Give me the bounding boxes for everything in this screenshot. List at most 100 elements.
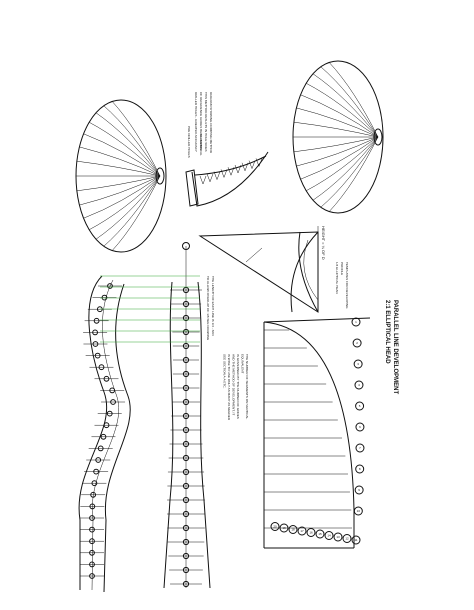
- gore-left-outer-edge: [78, 275, 108, 590]
- profile-templates: [198, 226, 319, 313]
- fan-station-circle: [351, 317, 361, 327]
- gore-center-node: [182, 342, 190, 350]
- lines-note-6: SEE SECTION A-A ETC.: [223, 354, 227, 389]
- crimping-jaw: [185, 169, 199, 207]
- dome-view-right: [292, 60, 384, 214]
- dome-gore-line: [83, 133, 161, 177]
- dome-gore-line: [112, 101, 161, 177]
- developed-gore-left: [78, 275, 131, 593]
- dome-gore-line: [95, 175, 161, 240]
- profile-notes: TEMPLATES FOR DEVELOPING PROFILE 1/4 ELL…: [335, 262, 349, 309]
- fan-station-number: 12: [345, 536, 349, 540]
- fan-station-number: 16: [309, 530, 313, 534]
- dome-gore-line: [76, 175, 161, 192]
- fan-station-circle: [354, 485, 364, 495]
- gore-left-node: [100, 433, 107, 440]
- gore-left-node: [89, 561, 95, 568]
- gore-left-node: [94, 352, 101, 359]
- fan-station-number: 18: [291, 527, 295, 531]
- drawing-subtitle: 2:1 ELLIPTICAL HEAD: [384, 300, 390, 364]
- dome-apex: [155, 167, 165, 185]
- fan-station: 18: [288, 525, 298, 534]
- fan-station: 4: [354, 380, 364, 390]
- fan-station-circle: [355, 422, 365, 432]
- dome-gore-line: [300, 136, 379, 180]
- gore-center-node: [182, 412, 190, 420]
- fan-station-number: 5: [359, 404, 361, 408]
- gore-center-top-node: [182, 242, 190, 250]
- dome-gore-line: [79, 146, 161, 177]
- fan-station-number: 14: [327, 533, 331, 537]
- fan-station-number: 19: [282, 526, 286, 530]
- profile-note-template: TEMPLATES FOR DEVELOPING: [345, 262, 349, 309]
- gore-left-node: [91, 480, 98, 487]
- gore-left-node: [90, 491, 97, 498]
- title-block: PARALLEL LINE DEVELOPMENT 2:1 ELLIPTICAL…: [384, 300, 398, 394]
- fan-station-circle: [353, 359, 363, 369]
- fan-station-circle: [355, 443, 365, 453]
- gore-left-node: [89, 549, 95, 556]
- crimping-teeth: [199, 158, 263, 185]
- height-label-group: HEIGHT = ¼ OF D: [321, 226, 326, 260]
- dome-gore-line: [79, 175, 161, 206]
- dome-gore-line: [103, 175, 161, 247]
- crimping-tooth: [227, 167, 235, 176]
- profile-arc: [298, 231, 319, 313]
- fan-station-number: 8: [359, 467, 361, 471]
- dome-gore-line: [95, 112, 161, 177]
- lines-note-2: EQUIVALENT: [241, 354, 245, 373]
- fan-station-circle: [355, 464, 365, 474]
- lines-note-3: IS GOVERNED BY THE NUMBER OF GORES: [236, 354, 240, 419]
- gore-left-node: [93, 317, 100, 324]
- fan-station: 17: [297, 526, 307, 536]
- dome-gore-line: [89, 122, 161, 177]
- dome-gore-line: [312, 73, 379, 138]
- fan-station-number: 2: [356, 341, 358, 345]
- profile-leader: [245, 247, 263, 263]
- fan-top-edge: [263, 317, 371, 323]
- gore-center-node: [182, 314, 190, 322]
- gore-left-rungs: [80, 285, 126, 577]
- crimping-tooth: [255, 158, 263, 168]
- dome-gore-line: [76, 160, 161, 177]
- gore-center-node: [182, 440, 190, 448]
- gore-center-node: [182, 552, 190, 560]
- gore-center-node: [182, 510, 190, 518]
- gore-center-node: [182, 496, 190, 504]
- crimping-tooth: [206, 173, 214, 183]
- profile-ellipse-quarter: [290, 231, 319, 313]
- fan-rungs: [264, 329, 353, 529]
- fan-station-circle: [297, 526, 307, 536]
- fan-station-number: 17: [300, 529, 304, 533]
- gore-center-node: [182, 566, 190, 574]
- dome-gore-line: [103, 105, 161, 177]
- fan-station-number: 3: [357, 362, 359, 366]
- fan-station-circle: [351, 535, 361, 545]
- fan-station-number: 4: [358, 383, 360, 387]
- dome-gore-line: [112, 175, 161, 251]
- developed-gore-center: [163, 242, 211, 589]
- gore-center-node: [182, 384, 190, 392]
- fan-station-circle: [342, 534, 352, 543]
- fan-station: 2: [352, 338, 362, 348]
- fan-station: 7: [355, 443, 365, 453]
- dome-gore-line: [329, 62, 379, 138]
- gore-left-node: [89, 538, 95, 545]
- gore-left-node: [103, 422, 110, 429]
- dome-gore-line: [306, 136, 379, 191]
- gore-center-right-edge: [197, 281, 211, 589]
- gore-left-node: [110, 399, 116, 405]
- crimping-note-3: OF REFERENCE GORES BEING IDENTICAL: [199, 92, 203, 156]
- gore-center-node: [182, 300, 190, 308]
- crimping-detail: [185, 151, 269, 207]
- crimping-note-2: THIS METHOD RESULTS IN HOLE SIDES: [204, 92, 208, 152]
- fan-station: 1: [351, 317, 361, 327]
- fan-station: 20: [270, 522, 280, 531]
- fan-curve: [263, 321, 355, 548]
- crimping-tooth: [213, 171, 221, 181]
- gore-left-node: [97, 445, 104, 452]
- fan-station: 9: [354, 485, 364, 495]
- gore-notes: THE LENGTH OF EACH LINE IS 1/4 - 3/64 TO…: [206, 276, 215, 341]
- fan-station: 10: [353, 506, 363, 516]
